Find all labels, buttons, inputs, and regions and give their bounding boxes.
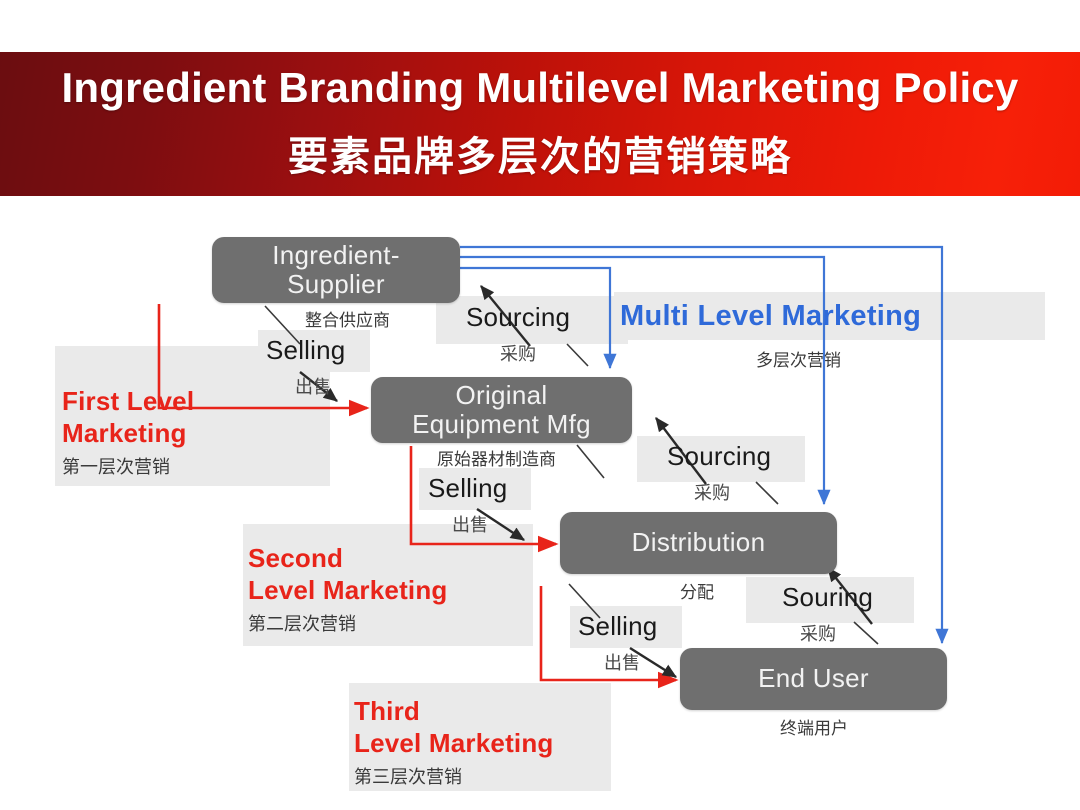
leader-sourcing-1-zh	[566, 343, 589, 367]
leader-sourcing-2-zh	[755, 481, 779, 505]
edge-label-sourcing-3-en: Souring	[782, 582, 874, 612]
header-title-chinese: 要素品牌多层次的营销策略	[288, 134, 792, 180]
callout-multi-level-marketing-zh: 多层次营销	[756, 351, 841, 371]
node-ingredient-supplier-label: Ingredient- Supplier	[272, 239, 400, 299]
node-distribution-label: Distribution	[631, 527, 766, 558]
node-distribution[interactable]: Distribution	[560, 512, 837, 574]
panel-third-level	[349, 683, 611, 791]
node-ingredient-supplier-caption: 整合供应商	[305, 311, 390, 331]
edge-label-selling-1-zh: 出售	[295, 377, 331, 398]
header-title-english: Ingredient Branding Multilevel Marketing…	[61, 64, 1019, 111]
header-banner: Ingredient Branding Multilevel Marketing…	[0, 52, 1080, 196]
diagram-area: Ingredient- Supplier 整合供应商 Original Equi…	[0, 196, 1080, 810]
edge-label-selling-2-en: Selling	[428, 473, 508, 503]
edge-label-sourcing-1-zh: 采购	[500, 344, 536, 365]
level-second-marketing-en: Second Level Marketing	[248, 543, 448, 605]
level-second-marketing-zh: 第二层次营销	[248, 614, 356, 635]
level-first-marketing-en: First Level Marketing	[62, 386, 195, 448]
node-ingredient-supplier[interactable]: Ingredient- Supplier	[212, 237, 460, 303]
edge-label-sourcing-3-zh: 采购	[800, 624, 836, 645]
level-first-marketing-zh: 第一层次营销	[62, 457, 170, 478]
level-third-marketing-en: Third Level Marketing	[354, 696, 554, 758]
edge-label-selling-3-zh: 出售	[604, 653, 640, 674]
level-third-marketing-zh: 第三层次营销	[354, 767, 462, 788]
callout-multi-level-marketing-en: Multi Level Marketing	[620, 300, 922, 332]
node-end-user-caption: 终端用户	[780, 719, 848, 739]
edge-label-sourcing-1-en: Sourcing	[466, 302, 571, 332]
edge-label-selling-1-en: Selling	[266, 335, 346, 365]
node-end-user[interactable]: End User	[680, 648, 947, 710]
leader-oem-caption	[576, 444, 605, 479]
edge-label-selling-2-zh: 出售	[452, 515, 488, 536]
edge-label-sourcing-2-zh: 采购	[694, 483, 730, 504]
node-original-equipment-mfg[interactable]: Original Equipment Mfg	[371, 377, 632, 443]
node-end-user-label: End User	[758, 663, 869, 694]
node-original-equipment-mfg-caption: 原始器材制造商	[437, 450, 556, 470]
edge-label-sourcing-2-en: Sourcing	[667, 441, 772, 471]
node-original-equipment-mfg-label: Original Equipment Mfg	[412, 379, 591, 439]
edge-label-selling-3-en: Selling	[578, 611, 658, 641]
leader-sourcing-3-zh	[853, 621, 879, 645]
node-distribution-caption: 分配	[680, 583, 714, 603]
